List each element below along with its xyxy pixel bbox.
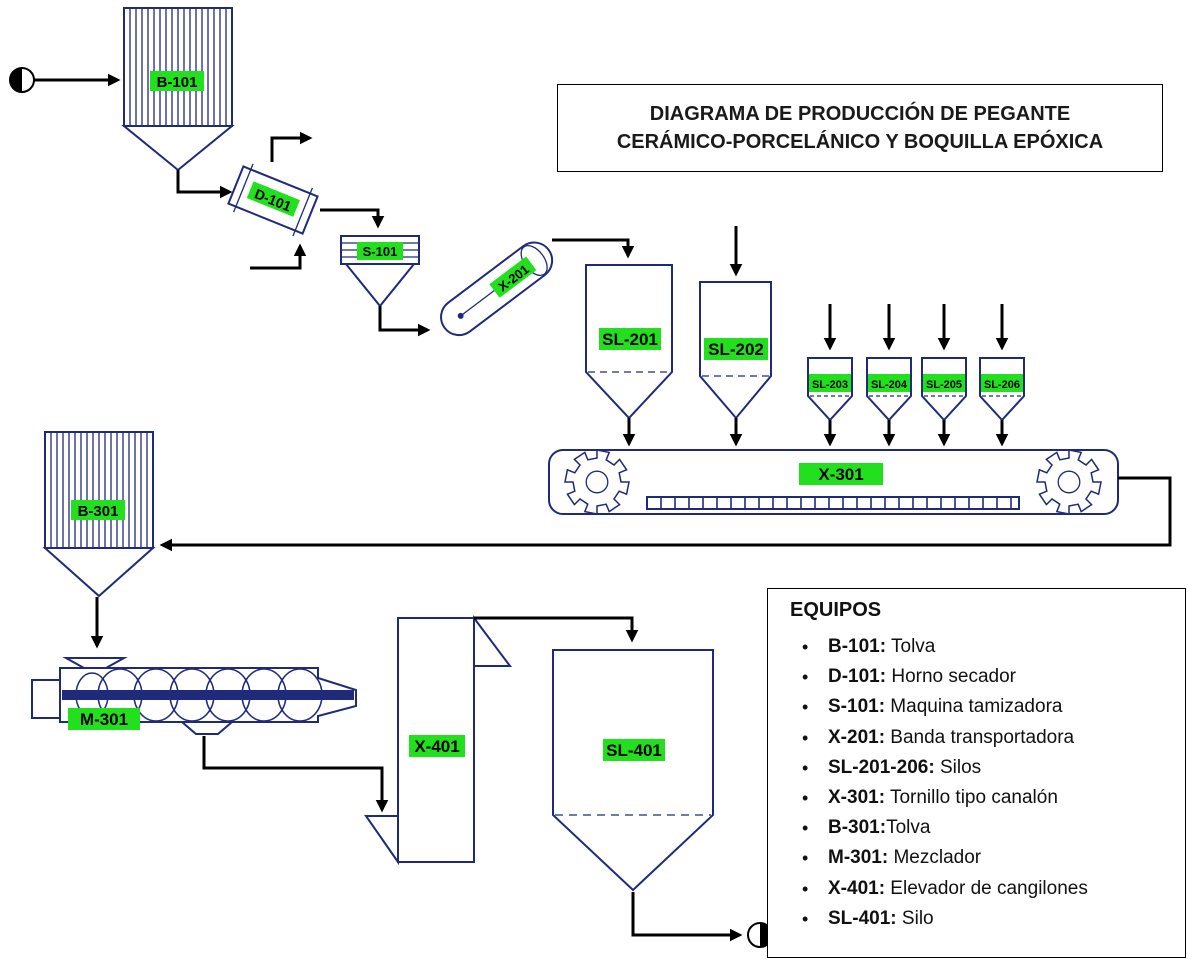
legend-item-code: X-301: [828,786,886,808]
legend-list: • B-101: Tolva • D-101: Horno secador • S-101… [790,632,1185,934]
flow-d101-to-s101 [320,208,385,229]
legend-item: • SL-401: Silo [790,904,1185,934]
bullet-icon: • [802,757,809,778]
legend-item-code: D-101: [828,666,887,688]
silo-sl203: SL-203 [807,357,853,422]
feed-input-icon [9,67,35,93]
conveyor-x201: X-201 [440,241,554,337]
gear-icon [1036,449,1102,515]
tag-b301: B-301 [78,503,119,520]
tag-sl206: SL-206 [984,379,1020,391]
legend-item-code: M-301: [828,847,889,869]
diagram-title-box: DIAGRAMA DE PRODUCCIÓN DE PEGANTE CERÁMI… [557,84,1163,172]
legend-item-code: X-201: [828,726,886,748]
bullet-icon: • [802,848,809,869]
tag-sl204: SL-204 [871,379,908,391]
legend-item: • X-301: Tornillo tipo canalón [790,783,1185,813]
dryer-d101: D-101 [227,163,319,237]
tag-s101: S-101 [363,244,398,259]
flow-x401-to-sl401 [474,616,639,643]
hopper-b101 [121,7,235,172]
tag-sl205: SL-205 [926,379,962,391]
tag-x301: X-301 [818,465,863,484]
flow-s101-to-x201 [378,306,431,337]
bullet-icon: • [802,727,809,748]
bullet-icon: • [802,878,809,899]
legend-item-desc: Banda transportadora [885,726,1075,748]
bullet-icon: • [802,908,809,929]
legend-item-desc: Silo [896,907,934,929]
tag-b101: B-101 [157,74,198,91]
hopper-b301 [42,431,156,598]
legend-item-code: B-301: [828,817,887,839]
tag-sl201: SL-201 [602,330,658,349]
legend-item: • SL-201-206: Silos [790,753,1185,783]
legend-item-desc: Tornillo tipo canalón [885,786,1058,808]
legend-item-desc: Mezclador [888,847,982,869]
legend-title: EQUIPOS [790,599,882,621]
flow-sl401-to-output [631,892,743,942]
legend-item-code: SL-401: [828,907,897,929]
legend-item-code: B-101: [828,636,887,657]
legend-item-code: SL-201-206: [828,756,935,778]
bullet-icon: • [802,637,809,657]
legend-item: • S-101: Maquina tamizadora [790,692,1185,722]
legend-item: • X-401: Elevador de cangilones [790,874,1185,904]
diagram-title-line2: CERÁMICO-PORCELÁNICO Y BOQUILLA EPÓXICA [616,131,1104,153]
silo-sl205: SL-205 [921,357,967,422]
gear-icon [564,449,630,515]
flow-x201-to-sl201 [552,238,635,259]
silo-sl206: SL-206 [979,357,1025,422]
legend-item-desc: Elevador de cangilones [885,877,1088,899]
tag-sl203: SL-203 [812,379,848,391]
silo-sl401 [552,649,714,892]
flow-x301-to-b301 [159,476,1172,552]
bullet-icon: • [802,667,809,688]
legend-item-desc: Tolva [886,817,931,839]
flow-b101-to-d101 [176,170,233,199]
legend-item: • D-101: Horno secador [790,662,1185,692]
bullet-icon: • [802,787,809,808]
tag-m301: M-301 [80,710,128,729]
legend-item: • X-201: Banda transportadora [790,723,1185,753]
legend-item: • B-301:Tolva [790,813,1185,843]
legend-item: • B-101: Tolva [790,632,1185,662]
bullet-icon: • [802,818,809,839]
tag-x401: X-401 [414,737,459,756]
equipment-legend: EQUIPOS • B-101: Tolva • D-101: Horno secad… [767,588,1186,958]
legend-item-desc: Silos [934,756,982,778]
legend-item-desc: Horno secador [886,666,1016,688]
tag-sl202: SL-202 [708,340,764,359]
legend-item-code: X-401: [828,877,886,899]
legend-item-code: S-101: [828,696,886,718]
tag-sl401: SL-401 [606,741,662,760]
silo-sl204: SL-204 [866,357,912,422]
flow-m301-to-x401 [202,736,389,813]
flow-d101-exhaust [270,131,313,162]
legend-item-desc: Tolva [886,636,936,657]
legend-item-desc: Maquina tamizadora [885,696,1063,718]
flow-air-to-d101 [250,243,307,270]
legend-item: • M-301: Mezclador [790,843,1185,873]
bullet-icon: • [802,697,809,718]
diagram-title-line1: DIAGRAMA DE PRODUCCIÓN DE PEGANTE [649,103,1071,125]
